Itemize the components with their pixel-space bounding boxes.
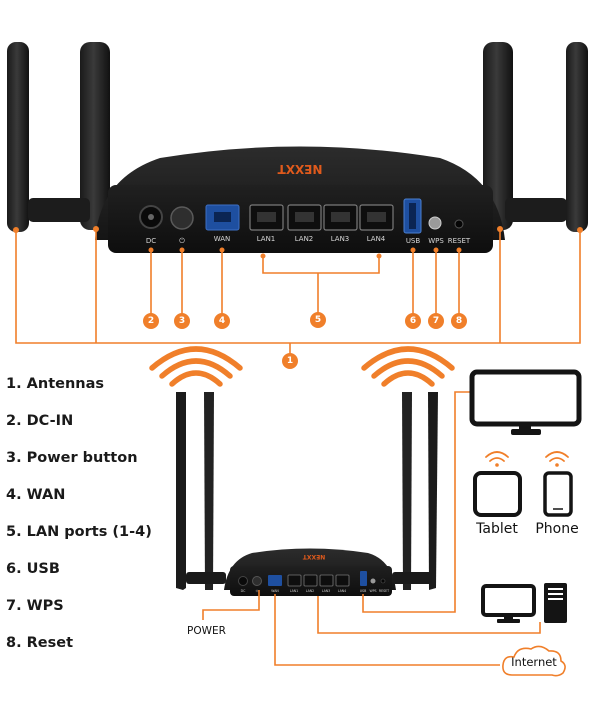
legend-item: 3. Power button (6, 446, 152, 483)
legend-item: 6. USB (6, 557, 152, 594)
port-label-wan: WAN (214, 235, 231, 243)
tablet-icon (473, 451, 522, 517)
callout-number-5: 5 (315, 315, 321, 325)
connection-lines (202, 391, 541, 666)
legend-item: 1. Antennas (6, 372, 152, 409)
callout-badges: 1 2 3 4 5 6 7 8 (143, 312, 467, 369)
mini-antenna-1 (176, 392, 186, 590)
legend-text: 5. LAN ports (1-4) (6, 524, 152, 540)
legend-text: 3. Power button (6, 450, 138, 466)
callout-badge-3 (174, 313, 190, 329)
monitor-icon (469, 369, 582, 435)
callout-number-6: 6 (410, 316, 416, 326)
top-router: NEXXT DC ⏻ WAN LAN1 LAN2 LAN3 LAN4 USB W… (7, 42, 588, 253)
phone-icon (543, 451, 573, 517)
power-label: POWER (187, 625, 226, 637)
callout-badge-7 (428, 313, 444, 329)
port-label-lan2: LAN2 (295, 235, 314, 243)
mini-label-lan4: LAN4 (338, 589, 346, 593)
mini-label-dc: DC (241, 589, 246, 593)
callout-number-1: 1 (287, 356, 293, 366)
port-label-lan1: LAN1 (257, 235, 276, 243)
antenna-left-outer (7, 42, 29, 232)
mini-label-power: ⏻ (256, 589, 259, 593)
mini-label-usb: USB (360, 589, 367, 593)
legend-text: 7. WPS (6, 598, 64, 614)
mini-antenna-4 (428, 392, 438, 590)
reset-pinhole (454, 219, 464, 229)
mini-label-lan1: LAN1 (290, 589, 298, 593)
power-button (170, 206, 194, 230)
legend-item: 8. Reset (6, 631, 152, 668)
callout-number-4: 4 (219, 316, 225, 326)
callout-number-7: 7 (433, 316, 439, 326)
wps-button (428, 216, 442, 230)
callout-badge-1 (282, 353, 298, 369)
tablet-label: Tablet (475, 521, 518, 537)
legend-item: 2. DC-IN (6, 409, 152, 446)
mini-label-wps: WPS (369, 589, 376, 593)
callout-lines (15, 230, 581, 354)
cloud-icon (502, 645, 566, 677)
mini-brand-logo: NEXXT (302, 553, 325, 560)
callout-badge-4 (214, 313, 230, 329)
callout-number-2: 2 (148, 316, 154, 326)
mini-label-lan2: LAN2 (306, 589, 314, 593)
callout-badge-6 (405, 313, 421, 329)
wifi-waves-icon (149, 346, 455, 387)
legend-text: 1. Antennas (6, 376, 105, 392)
antenna-left-inner (80, 42, 110, 230)
desktop-pc-icon (481, 583, 567, 623)
bottom-router: NEXXT DC ⏻ WAN LAN1 LAN2 LAN3 LAN4 USB W… (176, 392, 438, 596)
legend-item: 5. LAN ports (1-4) (6, 520, 152, 557)
phone-label: Phone (535, 521, 578, 537)
lan-ports (249, 204, 394, 231)
port-label-reset: RESET (448, 237, 471, 245)
brand-logo: NEXXT (277, 162, 323, 176)
callout-badge-8 (451, 313, 467, 329)
mini-label-wan: WAN (271, 589, 279, 593)
callout-number-3: 3 (179, 316, 185, 326)
legend-list: 1. Antennas 2. DC-IN 3. Power button 4. … (6, 372, 152, 668)
legend-text: 6. USB (6, 561, 60, 577)
legend-text: 4. WAN (6, 487, 66, 503)
callout-number-8: 8 (456, 316, 462, 326)
port-label-lan3: LAN3 (331, 235, 350, 243)
legend-item: 7. WPS (6, 594, 152, 631)
antenna-right-outer (566, 42, 588, 232)
callout-badge-5 (310, 312, 326, 328)
legend-item: 4. WAN (6, 483, 152, 520)
mini-antenna-2 (204, 392, 214, 590)
mini-label-lan3: LAN3 (322, 589, 330, 593)
port-label-dc: DC (146, 237, 156, 245)
antenna-right-inner (483, 42, 513, 230)
mini-label-reset: RESET (379, 589, 389, 593)
legend-text: 8. Reset (6, 635, 74, 651)
legend-text: 2. DC-IN (6, 413, 74, 429)
port-label-power: ⏻ (179, 237, 185, 245)
port-label-usb: USB (406, 237, 421, 245)
port-label-wps: WPS (428, 237, 444, 245)
mini-antenna-3 (402, 392, 412, 590)
callout-badge-2 (143, 313, 159, 329)
port-label-lan4: LAN4 (367, 235, 386, 243)
internet-label: Internet (511, 655, 557, 669)
